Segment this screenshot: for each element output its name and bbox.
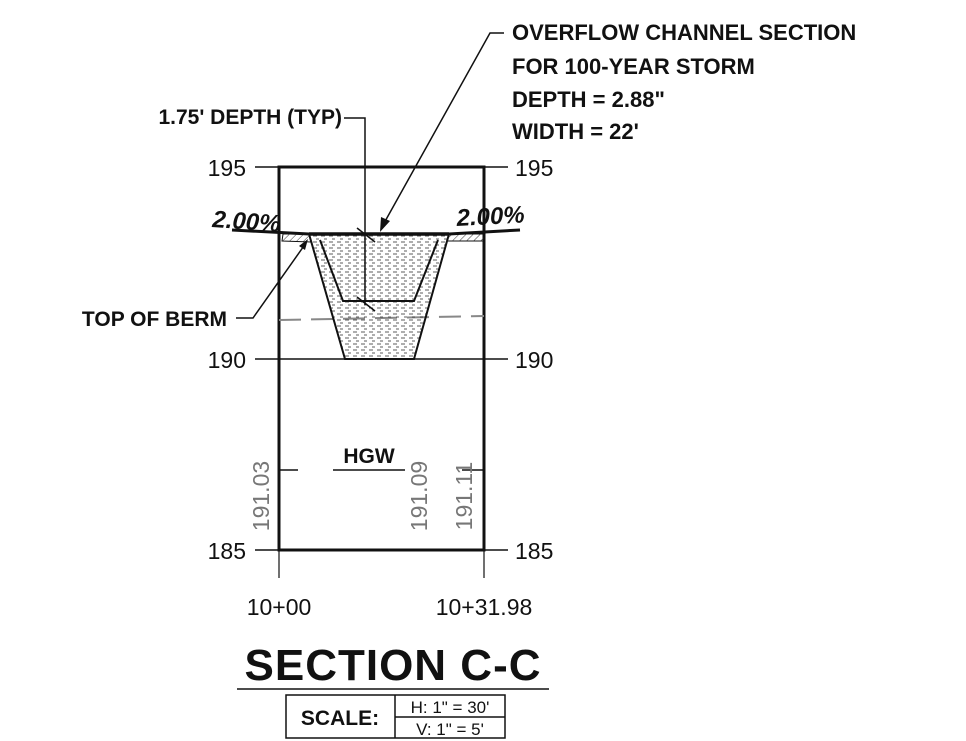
overflow-callout-line-3: DEPTH = 2.88" (512, 87, 665, 112)
profile-value-right: 191.11 (451, 462, 477, 531)
section-title: SECTION C-C (245, 641, 542, 690)
profile-value-middle: 191.09 (406, 461, 432, 531)
elev-right-190: 190 (515, 347, 553, 373)
overflow-leader (382, 32, 504, 226)
berm-leader-arrow (299, 239, 308, 250)
channel-bottom-inner (319, 239, 439, 302)
depth-tick-top (356, 227, 376, 243)
depth-tick-bottom (356, 296, 376, 312)
berm-leader (236, 242, 307, 319)
depth-label: 1.75' DEPTH (TYP) (158, 106, 342, 129)
overflow-leader-arrow (380, 217, 390, 232)
station-start-label: 10+00 (247, 594, 312, 620)
top-surface-line-right (448, 228, 521, 236)
top-of-berm-label: TOP OF BERM (82, 308, 227, 331)
scale-vertical: V: 1" = 5' (416, 720, 484, 739)
elev-right-185: 185 (515, 538, 553, 564)
elev-left-190: 190 (208, 347, 246, 373)
channel-water (309, 234, 449, 359)
slope-left-label: 2.00% (211, 206, 282, 238)
hgw-label: HGW (343, 445, 395, 468)
overflow-callout-line-4: WIDTH = 22' (512, 119, 639, 144)
depth-leader (344, 117, 366, 305)
elev-right-195: 195 (515, 155, 553, 181)
top-surface-line (231, 228, 310, 236)
channel-profile (308, 233, 450, 360)
overflow-callout-line-1: OVERFLOW CHANNEL SECTION (512, 20, 856, 45)
slope-right-label: 2.00% (455, 201, 525, 232)
overflow-callout-line-2: FOR 100-YEAR STORM (512, 54, 755, 79)
scale-horizontal: H: 1" = 30' (411, 698, 490, 717)
station-end-label: 10+31.98 (436, 594, 533, 620)
scale-label: SCALE: (301, 707, 379, 730)
profile-value-left: 191.03 (248, 461, 274, 531)
elev-left-195: 195 (208, 155, 246, 181)
elev-left-185: 185 (208, 538, 246, 564)
